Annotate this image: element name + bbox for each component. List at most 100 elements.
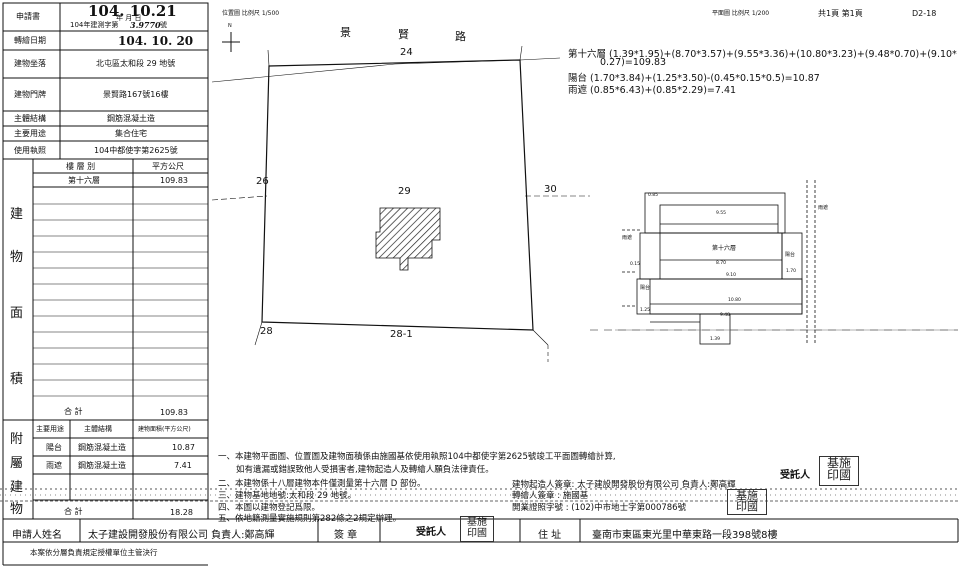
seal-stamp-3: 基施印國 bbox=[460, 516, 494, 542]
fp-rain-top: 雨遮 bbox=[818, 205, 829, 211]
location-label: 建物坐落 bbox=[14, 59, 46, 68]
license-label: 使用執照 bbox=[14, 146, 46, 155]
att-struct-header: 主體結構 bbox=[84, 425, 112, 433]
fp-room: 第十六層 bbox=[712, 245, 737, 252]
note-1: 一、本建物平面圖、位置圖及建物面積係由施國基依使用執照104中都使字第2625號… bbox=[218, 452, 616, 462]
note-4: 四、本圖以建物登記爲限。 bbox=[218, 503, 321, 513]
att-struct-1: 鋼筋混凝土造 bbox=[78, 443, 126, 452]
fp-balcony-2: 陽台 bbox=[640, 285, 651, 291]
area-char-4: 積 bbox=[10, 372, 24, 387]
seal-stamp-1: 基施印國 bbox=[819, 456, 859, 486]
note-1b: 如有遺漏或錯誤致他人受損害者,建物起造人及轉繪人願負法律責任。 bbox=[236, 465, 494, 475]
calc-line-2: 0.27)=109.83 bbox=[600, 57, 667, 68]
subtotal-value: 109.83 bbox=[160, 408, 188, 417]
lot-24: 24 bbox=[400, 47, 413, 58]
fp-dim-5: 9.48 bbox=[720, 313, 731, 318]
location-scale: 位置圖 比例尺 1/500 bbox=[222, 10, 280, 17]
floor-name: 第十六層 bbox=[68, 176, 100, 185]
drafter-sign: 轉繪人簽章 : 施國基 bbox=[512, 491, 589, 501]
fp-dim-6: 1.39 bbox=[710, 337, 721, 342]
structure-value: 鋼筋混凝土造 bbox=[107, 114, 155, 123]
lot-28: 28 bbox=[260, 326, 273, 337]
use-label: 主要用途 bbox=[14, 129, 46, 138]
transfer-date: 104. 10. 20 bbox=[118, 34, 194, 48]
calc-line-1: 第十六層 (1.39*1.95)+(8.70*3.57)+(9.55*3.36)… bbox=[568, 49, 957, 60]
door-value: 景賢路167號16樓 bbox=[103, 90, 169, 99]
footer-addr-label: 住 址 bbox=[538, 530, 562, 541]
att-total-label: 合 計 bbox=[64, 507, 83, 516]
permit-suffix: 號 bbox=[160, 21, 167, 29]
use-value: 集合住宅 bbox=[115, 129, 147, 138]
fp-dim-3: 9.10 bbox=[726, 273, 737, 278]
building-footprint bbox=[375, 207, 441, 271]
note-5: 五、依地籍測量實施規則第282條之2規定辦理。 bbox=[218, 514, 402, 524]
fp-dim-2: 8.70 bbox=[716, 261, 727, 266]
att-area-1: 10.87 bbox=[172, 443, 195, 452]
floor-header: 樓 層 別 bbox=[66, 162, 96, 171]
attached-char-1: 附 bbox=[10, 432, 24, 447]
lot-30: 30 bbox=[544, 184, 557, 195]
fp-dim-1: 9.55 bbox=[716, 211, 727, 216]
floor-area: 109.83 bbox=[160, 176, 188, 185]
footer-agent-label: 受託人 bbox=[416, 527, 446, 538]
north-arrow: N bbox=[228, 23, 232, 29]
permit-no: 104年建測字第 bbox=[70, 21, 119, 29]
sheet-code: D2-18 bbox=[912, 9, 937, 18]
transfer-label: 轉繪日期 bbox=[14, 36, 46, 45]
att-use-1: 陽台 bbox=[46, 443, 62, 452]
floor-plan-lines bbox=[622, 180, 816, 345]
subtotal-label: 合 計 bbox=[64, 407, 83, 416]
footer-note: 本案依分層負責規定授權單位主管決行 bbox=[30, 548, 158, 557]
area-char-3: 面 bbox=[10, 306, 24, 321]
sqm-header: 平方公尺 bbox=[152, 162, 184, 171]
lot-28-1: 28-1 bbox=[390, 329, 413, 340]
left-table-lines bbox=[2, 2, 209, 520]
permit-hand: 3.9770 bbox=[130, 20, 161, 30]
apply-date-sub: 年 月 日 bbox=[116, 14, 142, 22]
road-char-1: 景 bbox=[340, 26, 351, 39]
fp-balcony: 陽台 bbox=[785, 252, 796, 258]
fp-rain-left: 雨遮 bbox=[622, 235, 633, 241]
fp-dim-8: 1.25 bbox=[640, 308, 651, 313]
calc-line-3: 陽台 (1.70*3.84)+(1.25*3.50)-(0.45*0.15*0.… bbox=[568, 73, 820, 84]
area-char-2: 物 bbox=[10, 250, 24, 265]
fp-dim-9: 0.15 bbox=[630, 262, 641, 267]
lot-26: 26 bbox=[256, 176, 269, 187]
license-value: 104中都使字第2625號 bbox=[94, 146, 178, 155]
fp-dim-0: 0.85 bbox=[648, 193, 659, 198]
seal-stamp-2: 基施印國 bbox=[727, 489, 767, 515]
att-total-value: 18.28 bbox=[170, 508, 193, 517]
fp-dim-4: 10.80 bbox=[728, 298, 741, 303]
lot-29: 29 bbox=[398, 186, 411, 197]
road-char-3: 路 bbox=[455, 30, 466, 43]
footer-applicant-label: 申請人姓名 bbox=[12, 530, 62, 541]
attached-char-3: 建 bbox=[10, 480, 24, 495]
applicant-label: 申請書 bbox=[16, 12, 40, 21]
structure-label: 主體結構 bbox=[14, 114, 46, 123]
footer-addr-value: 臺南市東區東光里中華東路一段398號8樓 bbox=[592, 530, 778, 541]
att-area-header: 建物面積(平方公尺) bbox=[138, 426, 191, 433]
att-struct-2: 鋼筋混凝土造 bbox=[78, 461, 126, 470]
area-char-1: 建 bbox=[10, 207, 24, 222]
attached-char-4: 物 bbox=[10, 502, 24, 517]
note-2: 二、本建物係十八層建物本件僅測量第十六層 D 部份。 bbox=[218, 479, 426, 489]
calc-line-4: 雨遮 (0.85*6.43)+(0.85*2.29)=7.41 bbox=[568, 85, 737, 96]
footer-seal-label: 簽 章 bbox=[334, 530, 358, 541]
owner-sign: 建物起造人簽章: 太子建設開發股份有限公司 負責人:鄭高輝 bbox=[512, 480, 736, 490]
door-label: 建物門牌 bbox=[14, 90, 46, 99]
footer-lines bbox=[2, 518, 959, 566]
note-3: 三、建物基地地號:太和段 29 地號。 bbox=[218, 491, 357, 501]
apply-date: 104. 10.21 bbox=[88, 2, 177, 20]
footer-applicant-value: 太子建設開發股份有限公司 負責人:鄭高輝 bbox=[88, 530, 275, 541]
road-char-2: 賢 bbox=[398, 28, 409, 41]
location-value: 北屯區太和段 29 地號 bbox=[96, 59, 176, 68]
att-use-2: 雨遮 bbox=[46, 461, 62, 470]
att-area-2: 7.41 bbox=[174, 461, 192, 470]
plan-scale: 平面圖 比例尺 1/200 bbox=[712, 10, 770, 17]
fp-dim-7: 1.70 bbox=[786, 269, 797, 274]
page-count: 共1頁 第1頁 bbox=[818, 9, 863, 18]
att-use-header: 主要用途 bbox=[36, 425, 64, 433]
agent-note: 受託人 bbox=[780, 470, 810, 481]
attached-char-2: 屬 bbox=[10, 456, 24, 471]
